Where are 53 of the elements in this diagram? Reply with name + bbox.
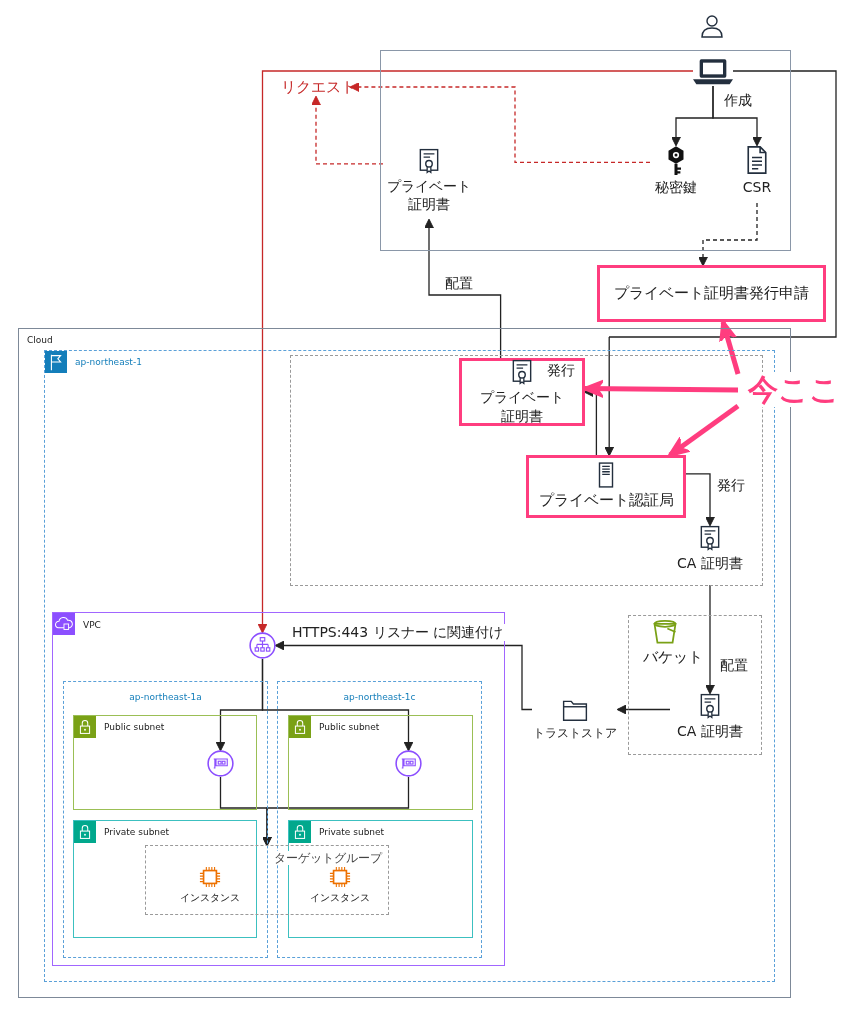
arrow — [424, 218, 502, 359]
pointer-arrow — [667, 403, 740, 458]
node-label: 秘密鍵 — [655, 178, 697, 197]
edge-label: 発行 — [545, 362, 577, 379]
node-label: インスタンス — [180, 891, 240, 904]
subnet-group — [288, 715, 473, 810]
subnet-group — [73, 715, 257, 810]
pointer-arrow — [582, 379, 739, 398]
group-label: Private subnet — [104, 827, 170, 838]
arrow — [685, 473, 715, 527]
arrow — [604, 70, 837, 457]
group-label: ap-northeast-1a — [129, 692, 202, 703]
target-group-box — [145, 845, 389, 915]
container-box — [380, 50, 791, 251]
subnet-group — [73, 820, 257, 938]
pointer-arrow — [719, 319, 741, 375]
group-label: Public subnet — [104, 722, 165, 733]
arrow — [698, 202, 758, 267]
node-label: CSR — [742, 178, 772, 197]
node-label: プライベート証明書 — [386, 177, 472, 214]
group-label: ap-northeast-1c — [343, 692, 416, 703]
node-label: インスタンス — [310, 891, 370, 904]
highlight-box — [597, 265, 826, 322]
arrow — [274, 640, 533, 711]
arrow — [311, 95, 384, 165]
edge-label: 配置 — [718, 657, 750, 674]
edge-label: 発行 — [715, 477, 747, 494]
node-label: プライベート証明書 — [479, 388, 565, 425]
node-label: プライベート証明書発行申請 — [614, 283, 809, 304]
availability-zone-group — [63, 681, 268, 958]
arrow — [705, 584, 715, 695]
node-label: トラストストア — [533, 726, 617, 742]
group-label: ap-northeast-1 — [75, 357, 142, 368]
edge-label: 配置 — [443, 275, 475, 292]
edge-label: 作成 — [722, 92, 754, 109]
node-label: CA 証明書 — [677, 722, 743, 741]
highlight-box — [459, 358, 585, 426]
arrow — [257, 70, 694, 634]
group-label: バケット — [643, 648, 703, 666]
arrow — [616, 704, 671, 715]
edge-label: HTTPS:443 リスナー に関連付け — [290, 624, 506, 641]
group-label: ターゲットグループ — [274, 851, 382, 866]
group-label: Public subnet — [319, 722, 380, 733]
arrow — [712, 85, 762, 147]
node-label: プライベート認証局 — [538, 491, 674, 511]
group-label: Private subnet — [319, 827, 385, 838]
arrow — [262, 776, 410, 847]
node-label: CA 証明書 — [677, 554, 743, 573]
arrow — [349, 82, 651, 164]
group-label: VPC — [83, 620, 101, 631]
arrow — [261, 658, 414, 752]
group-label: Cloud — [27, 335, 53, 346]
highlight-box — [526, 455, 686, 518]
